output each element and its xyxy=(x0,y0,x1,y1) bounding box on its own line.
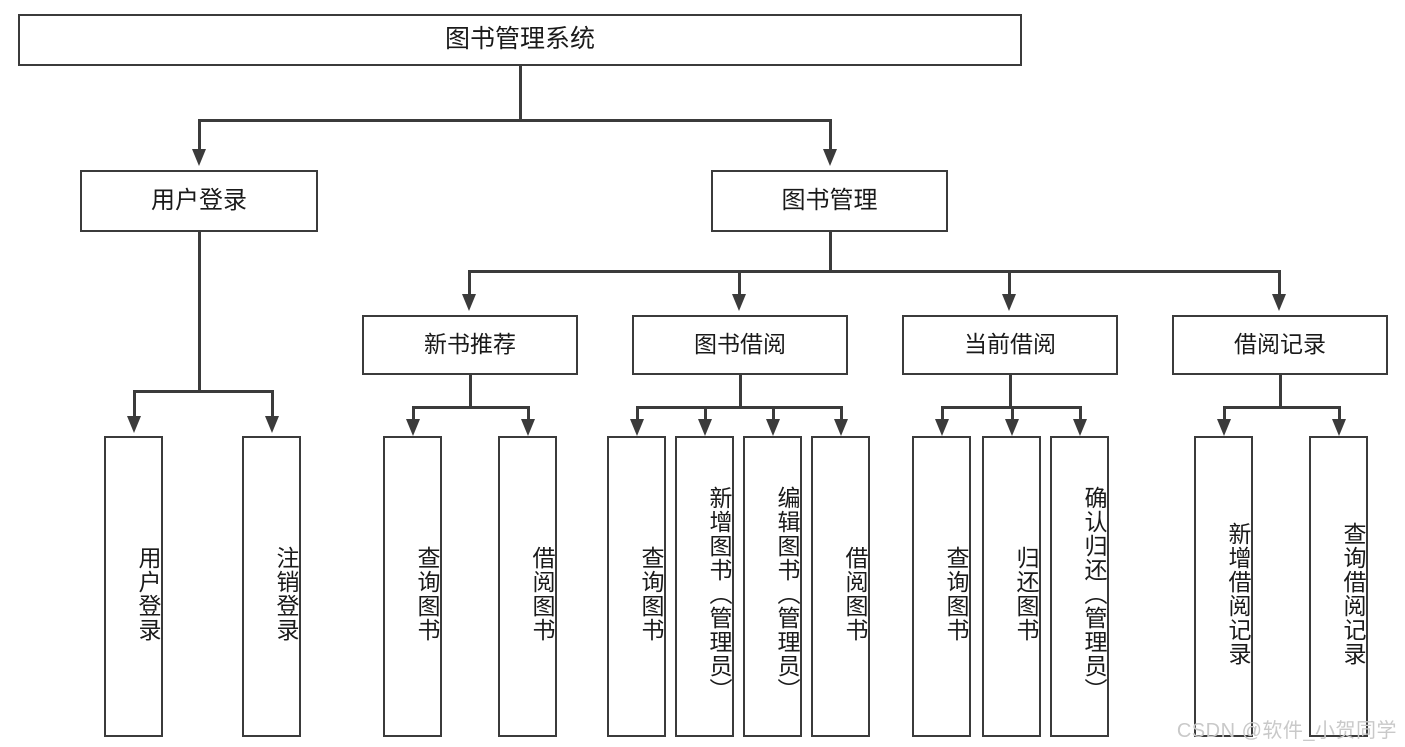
arrow-newbook-to-leaf-1 xyxy=(406,419,420,436)
connector-bookmanage-bar xyxy=(468,270,1280,273)
node-root-label: 图书管理系统 xyxy=(444,25,595,54)
connector-userlogin-drop-1 xyxy=(133,390,136,416)
leaf-current-query-book[interactable]: 查询图书 xyxy=(912,436,971,737)
leaf-newbook-query-book[interactable]: 查询图书 xyxy=(383,436,442,737)
node-user-login-label: 用户登录 xyxy=(151,186,247,214)
node-new-book-recommend-label: 新书推荐 xyxy=(424,331,516,358)
connector-bookborrow-drop-1 xyxy=(636,406,639,419)
connector-borrowrecord-drop-2 xyxy=(1338,406,1341,419)
arrow-borrowrecord-to-leaf-2 xyxy=(1332,419,1346,436)
connector-borrowrecord-bar xyxy=(1223,406,1340,409)
arrow-bookmanage-to-new-book xyxy=(462,294,476,311)
connector-bookborrow-drop-2 xyxy=(704,406,707,419)
leaf-borrow-add-book[interactable]: 新增图书（管理员） xyxy=(675,436,734,737)
leaf-borrow-query-book[interactable]: 查询图书 xyxy=(607,436,666,737)
leaf-newbook-query-book-label: 查询图书 xyxy=(414,545,440,642)
connector-bookborrow-drop-4 xyxy=(840,406,843,419)
node-borrow-record-label: 借阅记录 xyxy=(1234,331,1326,358)
connector-bookborrow-bar xyxy=(636,406,842,409)
node-current-borrow[interactable]: 当前借阅 xyxy=(902,315,1118,375)
connector-borrowrecord-drop-1 xyxy=(1223,406,1226,419)
connector-bookborrow-drop-3 xyxy=(772,406,775,419)
leaf-current-query-book-label: 查询图书 xyxy=(943,545,969,642)
connector-bookmanage-drop-4 xyxy=(1278,270,1281,294)
connector-root-trunk xyxy=(519,66,522,119)
leaf-current-return-book-label: 归还图书 xyxy=(1013,545,1039,642)
arrow-currentborrow-to-leaf-3 xyxy=(1073,419,1087,436)
node-current-borrow-label: 当前借阅 xyxy=(964,331,1056,358)
arrow-bookmanage-to-current xyxy=(1002,294,1016,311)
connector-bookmanage-drop-3 xyxy=(1008,270,1011,294)
leaf-record-add-record-label: 新增借阅记录 xyxy=(1225,521,1251,666)
connector-bookmanage-trunk xyxy=(829,232,832,270)
arrow-newbook-to-leaf-2 xyxy=(521,419,535,436)
arrow-bookborrow-to-leaf-3 xyxy=(766,419,780,436)
leaf-borrow-edit-book-label: 编辑图书（管理员） xyxy=(774,485,800,702)
arrow-bookborrow-to-leaf-2 xyxy=(698,419,712,436)
leaf-current-return-book[interactable]: 归还图书 xyxy=(982,436,1041,737)
leaf-borrow-add-book-label: 新增图书（管理员） xyxy=(706,485,732,702)
leaf-record-query-record-label: 查询借阅记录 xyxy=(1340,521,1366,666)
connector-userlogin-trunk xyxy=(198,232,201,390)
arrow-currentborrow-to-leaf-2 xyxy=(1005,419,1019,436)
arrow-userlogin-to-leaf-1 xyxy=(127,416,141,433)
connector-userlogin-bar xyxy=(133,390,273,393)
arrow-borrowrecord-to-leaf-1 xyxy=(1217,419,1231,436)
node-book-borrow[interactable]: 图书借阅 xyxy=(632,315,848,375)
leaf-user-login[interactable]: 用户登录 xyxy=(104,436,163,737)
arrow-currentborrow-to-leaf-1 xyxy=(935,419,949,436)
connector-currentborrow-drop-3 xyxy=(1079,406,1082,419)
connector-currentborrow-drop-1 xyxy=(941,406,944,419)
node-root-system[interactable]: 图书管理系统 xyxy=(18,14,1022,66)
leaf-logout[interactable]: 注销登录 xyxy=(242,436,301,737)
leaf-newbook-borrow-book-label: 借阅图书 xyxy=(529,545,555,642)
arrow-bookborrow-to-leaf-1 xyxy=(630,419,644,436)
connector-root-drop-user xyxy=(198,119,201,149)
connector-root-bar xyxy=(198,119,831,122)
node-borrow-record[interactable]: 借阅记录 xyxy=(1172,315,1388,375)
leaf-current-confirm-return[interactable]: 确认归还（管理员） xyxy=(1050,436,1109,737)
connector-userlogin-drop-2 xyxy=(271,390,274,416)
connector-newbook-trunk xyxy=(469,375,472,406)
connector-bookmanage-drop-1 xyxy=(468,270,471,294)
arrow-bookmanage-to-record xyxy=(1272,294,1286,311)
node-book-borrow-label: 图书借阅 xyxy=(694,331,786,358)
connector-bookborrow-trunk xyxy=(739,375,742,406)
node-book-manage-label: 图书管理 xyxy=(781,186,878,214)
node-new-book-recommend[interactable]: 新书推荐 xyxy=(362,315,578,375)
connector-newbook-drop-2 xyxy=(527,406,530,419)
leaf-borrow-query-book-label: 查询图书 xyxy=(638,545,664,642)
leaf-borrow-edit-book[interactable]: 编辑图书（管理员） xyxy=(743,436,802,737)
connector-borrowrecord-trunk xyxy=(1279,375,1282,406)
connector-newbook-drop-1 xyxy=(412,406,415,419)
connector-currentborrow-drop-2 xyxy=(1011,406,1014,419)
node-user-login[interactable]: 用户登录 xyxy=(80,170,318,232)
arrow-root-to-book-manage xyxy=(823,149,837,166)
connector-root-drop-book xyxy=(829,119,832,149)
arrow-root-to-user-login xyxy=(192,149,206,166)
leaf-current-confirm-return-label: 确认归还（管理员） xyxy=(1081,485,1107,702)
leaf-user-login-label: 用户登录 xyxy=(135,545,161,642)
connector-newbook-bar xyxy=(412,406,529,409)
leaf-borrow-borrow-book[interactable]: 借阅图书 xyxy=(811,436,870,737)
leaf-record-add-record[interactable]: 新增借阅记录 xyxy=(1194,436,1253,737)
node-book-manage[interactable]: 图书管理 xyxy=(711,170,948,232)
leaf-record-query-record[interactable]: 查询借阅记录 xyxy=(1309,436,1368,737)
leaf-newbook-borrow-book[interactable]: 借阅图书 xyxy=(498,436,557,737)
arrow-bookborrow-to-leaf-4 xyxy=(834,419,848,436)
leaf-logout-label: 注销登录 xyxy=(273,545,299,642)
leaf-borrow-borrow-book-label: 借阅图书 xyxy=(842,545,868,642)
arrow-userlogin-to-leaf-2 xyxy=(265,416,279,433)
arrow-bookmanage-to-borrow xyxy=(732,294,746,311)
connector-currentborrow-trunk xyxy=(1009,375,1012,406)
connector-currentborrow-bar xyxy=(941,406,1080,409)
connector-bookmanage-drop-2 xyxy=(738,270,741,294)
